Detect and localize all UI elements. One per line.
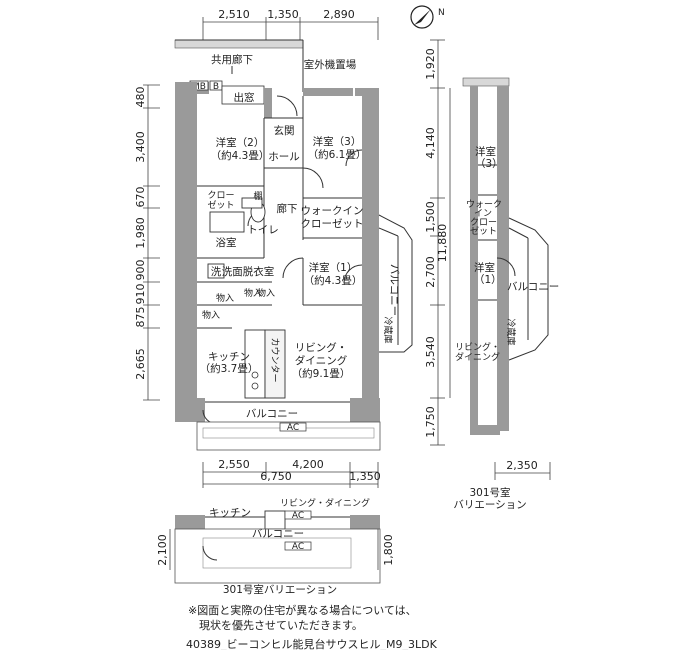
var-balcony-label: バルコニー — [507, 281, 559, 293]
closet-label-2: ゼット — [207, 199, 234, 211]
var-dim-right: 1,800 — [382, 534, 395, 566]
ac-label: AC — [287, 423, 299, 433]
counter-label: カウンター — [269, 337, 280, 382]
drawing-id: 40389_ビーコンヒル能見台サウスヒル_M9_3LDK — [186, 637, 438, 650]
storage-label-1: 物入 — [216, 292, 234, 304]
var-walkin-4: ゼット — [470, 225, 497, 237]
wash-label: 洗 — [211, 266, 222, 278]
room1-label: 洋室（1） — [309, 261, 358, 274]
var-room1-num: （1） — [474, 274, 502, 286]
dim-bottom-4: 1,350 — [349, 470, 381, 483]
hall-label: ホール — [268, 151, 300, 163]
kitchen-size: （約3.7畳） — [200, 362, 259, 375]
var-walkin-1: ウォーク — [466, 199, 502, 210]
corridor-label: 共用廊下 — [211, 53, 253, 66]
var-living-label: リビング・ — [455, 341, 500, 353]
room2-label: 洋室（2） — [216, 136, 265, 149]
dim-left-8: 2,665 — [134, 348, 147, 380]
compass-label: N — [438, 8, 445, 18]
var-room1-label: 洋室 — [474, 261, 495, 274]
main-plan: 共用廊下 室外機置場 MB B 出窓 — [174, 39, 413, 451]
dim-right-3: 1,500 — [424, 201, 437, 233]
footer-notes: ※図面と実際の住宅が異なる場合については、 現状を優先させていただきます。 40… — [186, 603, 438, 650]
dim-bottom-3: 6,750 — [260, 470, 292, 483]
bath-label: 浴室 — [216, 236, 237, 249]
living-label-1: リビング・ — [295, 341, 348, 354]
room3-label: 洋室（3） — [313, 135, 362, 148]
kitchen-label: キッチン — [208, 351, 250, 363]
dim-right-1: 1,920 — [424, 48, 437, 80]
var-bottom-kitchen: キッチン — [209, 507, 251, 519]
dim-left-6: 910 — [134, 284, 147, 305]
hallway-label: 廊下 — [277, 202, 298, 215]
var-bottom-caption: 301号室バリエーション — [223, 583, 337, 596]
var-room3-label: 洋室 — [475, 145, 496, 158]
room1-size: （約4.3畳） — [304, 274, 363, 287]
top-dimensions: 2,510 1,350 2,890 — [202, 8, 379, 40]
bottom-dimensions: 2,550 4,200 6,750 1,350 — [202, 458, 381, 488]
var-room3-num: （3） — [475, 158, 503, 170]
var-walkin-2: イン — [474, 209, 492, 219]
dim-left-3: 670 — [134, 187, 147, 208]
balcony-label: バルコニー — [246, 408, 298, 420]
bottom-variation: AC キッチン リビング・ダイニング バルコニー AC 2,100 1,800 … — [156, 497, 395, 596]
right-dimensions: 1,920 4,140 1,500 2,700 3,540 1,750 11,8… — [424, 39, 451, 446]
living-label-2: ダイニング — [295, 354, 348, 367]
storage-label-4: 物入 — [202, 309, 220, 321]
mb-b-label: B — [213, 82, 219, 92]
dim-left-7: 875 — [134, 307, 147, 328]
dim-right-2: 4,140 — [424, 127, 437, 159]
bay-window-label: 出窓 — [234, 91, 255, 104]
balcony-side-label: バルコニー — [388, 264, 400, 316]
mb-label: MB — [192, 82, 206, 92]
dim-left-1: 480 — [134, 87, 147, 108]
note-line-1: ※図面と実際の住宅が異なる場合については、 — [188, 603, 417, 617]
var-dim-right: 2,350 — [506, 459, 538, 472]
dim-top-1: 2,510 — [218, 8, 250, 21]
fridge-label: 冷蔵庫 — [382, 316, 394, 343]
dim-top-3: 2,890 — [323, 8, 355, 21]
var-dining-label: ダイニング — [455, 351, 500, 363]
toilet-label: トイレ — [247, 224, 279, 236]
var-fridge-label: 冷蔵庫 — [505, 318, 517, 345]
dim-right-5: 3,540 — [424, 336, 437, 368]
var-walkin-3: クロー — [470, 217, 497, 228]
room2-size: （約4.3畳） — [211, 149, 270, 162]
dim-bottom-1: 2,550 — [218, 458, 250, 471]
dim-left-2: 3,400 — [134, 131, 147, 163]
var-dim-left: 2,100 — [156, 534, 169, 566]
dim-right-6: 1,750 — [424, 406, 437, 438]
outdoor-unit-label: 室外機置場 — [304, 58, 357, 71]
walkin-label-1: ウォークイン — [301, 205, 364, 217]
left-dimensions: 480 3,400 670 1,980 900 910 875 2,665 — [134, 84, 160, 401]
walkin-label-2: クローゼット — [301, 218, 364, 230]
dressing-label: 洗面脱衣室 — [222, 265, 275, 278]
storage-label-2: 物入 — [244, 287, 262, 299]
side-variation: 洋室 （3） ウォーク イン クロー ゼット 洋室 （1） バルコニー リビング… — [453, 77, 559, 511]
dim-top-2: 1,350 — [267, 8, 299, 21]
var-caption-2: バリエーション — [453, 499, 526, 511]
dim-right-4: 2,700 — [424, 256, 437, 288]
room3-size: （約6.1畳） — [308, 148, 367, 161]
dim-left-5: 900 — [134, 260, 147, 281]
var-caption-1: 301号室 — [469, 486, 510, 499]
storage-shelf-label: 棚 — [253, 190, 262, 202]
entrance-label: 玄関 — [274, 124, 295, 137]
dim-bottom-2: 4,200 — [292, 458, 324, 471]
dim-right-total: 11,880 — [436, 224, 449, 263]
var-bottom-living: リビング・ダイニング — [280, 497, 370, 509]
living-size: （約9.1畳） — [292, 367, 351, 380]
closet-label-1: クロー — [207, 190, 234, 201]
north-compass-icon: N — [410, 5, 445, 29]
var-bottom-ac-2: AC — [292, 542, 304, 552]
storage-label-3: 物入 — [257, 287, 275, 299]
note-line-2: 現状を優先させていただきます。 — [188, 618, 363, 632]
var-bottom-balcony: バルコニー — [252, 528, 304, 540]
var-bottom-ac-1: AC — [292, 511, 304, 521]
dim-left-4: 1,980 — [134, 217, 147, 249]
